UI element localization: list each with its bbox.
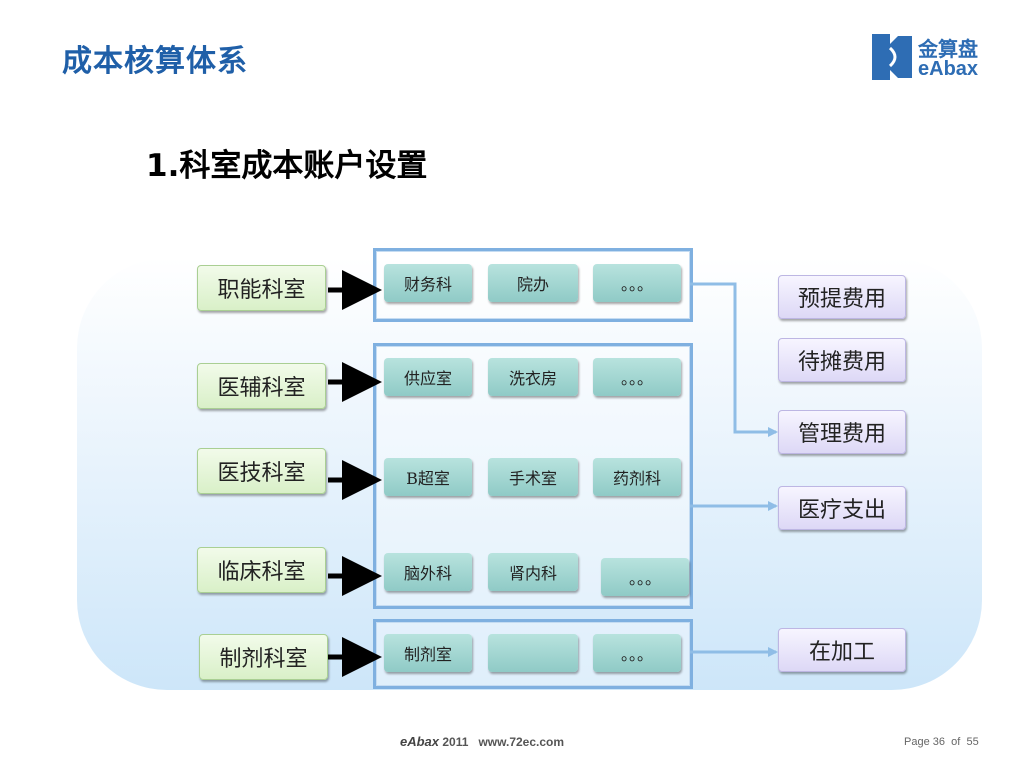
footer-brand: eAbax bbox=[400, 734, 440, 749]
logo-english-name: eAbax bbox=[918, 58, 979, 80]
footer-url: www.72ec.com bbox=[478, 735, 565, 749]
category-prepaid-expense: 待摊费用 bbox=[778, 338, 906, 382]
footer-year: 2011 bbox=[442, 735, 469, 749]
page-number: 36 bbox=[932, 736, 946, 748]
sub-unit-preparation-room: 制剂室 bbox=[384, 634, 472, 672]
category-medical-expense: 医疗支出 bbox=[778, 486, 906, 530]
page-indicator: Page 36 of 55 bbox=[904, 736, 979, 748]
sub-unit-more: 。。。 bbox=[601, 558, 689, 596]
sub-unit-nephrology: 肾内科 bbox=[488, 553, 578, 591]
sub-unit-more: 。。。 bbox=[593, 358, 681, 396]
sub-unit-operating-room: 手术室 bbox=[488, 458, 578, 496]
sub-unit-neurosurgery: 脑外科 bbox=[384, 553, 472, 591]
dept-auxiliary: 医辅科室 bbox=[197, 363, 326, 409]
sub-unit-laundry: 洗衣房 bbox=[488, 358, 578, 396]
eabax-logo-mark bbox=[872, 34, 912, 80]
dept-preparation: 制剂科室 bbox=[199, 634, 328, 680]
sub-unit-finance: 财务科 bbox=[384, 264, 472, 302]
category-accrued-expense: 预提费用 bbox=[778, 275, 906, 319]
sub-unit-more: 。。。 bbox=[593, 264, 681, 302]
sub-unit-more: 。。。 bbox=[593, 634, 681, 672]
section-heading: 1.科室成本账户设置 bbox=[146, 148, 428, 184]
slide-title: 成本核算体系 bbox=[62, 44, 248, 79]
dept-functional: 职能科室 bbox=[197, 265, 326, 311]
page-label: Page bbox=[904, 736, 930, 748]
footer-brand-line: eAbax 2011 www.72ec.com bbox=[400, 734, 564, 749]
sub-unit-blank bbox=[488, 634, 578, 672]
page-of-label: of bbox=[951, 736, 961, 748]
category-management-expense: 管理费用 bbox=[778, 410, 906, 454]
category-work-in-process: 在加工 bbox=[778, 628, 906, 672]
sub-unit-ultrasound: B超室 bbox=[384, 458, 472, 496]
sub-unit-supply-room: 供应室 bbox=[384, 358, 472, 396]
logo-chinese-name: 金算盘 bbox=[918, 37, 978, 61]
page-total: 55 bbox=[966, 736, 979, 748]
dept-technical: 医技科室 bbox=[197, 448, 326, 494]
sub-unit-president-office: 院办 bbox=[488, 264, 578, 302]
sub-unit-pharmacy: 药剂科 bbox=[593, 458, 681, 496]
dept-clinical: 临床科室 bbox=[197, 547, 326, 593]
